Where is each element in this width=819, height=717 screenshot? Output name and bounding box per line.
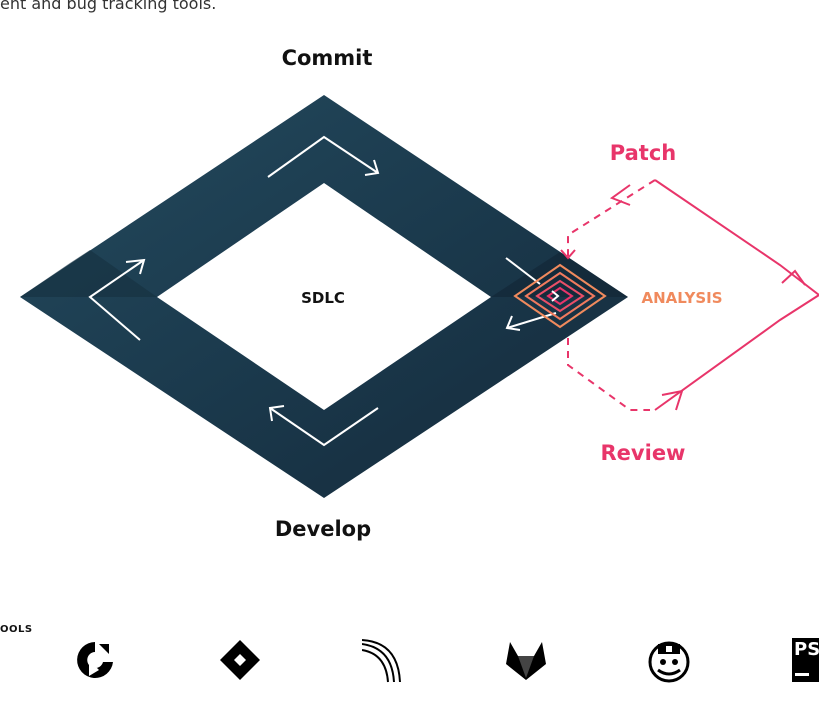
sdlc-diagram: Commit Develop SDLC Patch Review ANALYSI… [20, 46, 819, 541]
loop-dashed-top [567, 179, 656, 258]
intro-text: ent and bug tracking tools. [0, 0, 217, 13]
label-analysis: ANALYSIS [641, 289, 722, 307]
arrow-bottom [269, 407, 379, 447]
arrow-bottom-head [268, 405, 285, 422]
pycharm-icon-text: PS [794, 639, 819, 660]
arrow-right [505, 257, 541, 285]
arrow-right-out [506, 312, 557, 329]
sdlc-band [20, 95, 628, 498]
arrow-left [88, 259, 145, 341]
patch-arrow-head [609, 184, 631, 206]
right-arrow-head [781, 269, 806, 286]
band-shade-left [20, 250, 157, 297]
jenkins-like-icon [77, 642, 113, 678]
patch-review-loop [560, 179, 819, 411]
jenkins-butler-icon [648, 641, 690, 683]
arrow-right-out-head [505, 315, 521, 331]
gitlab-icon [506, 642, 546, 680]
rss-stream-icon [362, 639, 401, 683]
tools-heading: OOLS [0, 624, 33, 635]
loop-solid [654, 179, 819, 411]
flow-arrows [88, 135, 557, 447]
review-arrow-head [661, 389, 684, 411]
jira-icon [220, 640, 260, 680]
arrow-top [267, 135, 379, 178]
arrow-top-head [364, 159, 380, 176]
pycharm-icon: PS [792, 638, 819, 682]
label-sdlc: SDLC [301, 289, 345, 307]
loop-dashed-bottom [567, 338, 650, 411]
label-review: Review [601, 441, 686, 465]
label-patch: Patch [610, 141, 676, 165]
analysis-marker [513, 263, 607, 329]
arrow-left-head [125, 258, 146, 275]
label-commit: Commit [282, 46, 373, 70]
down-arrow-head [560, 249, 576, 260]
label-develop: Develop [275, 517, 371, 541]
